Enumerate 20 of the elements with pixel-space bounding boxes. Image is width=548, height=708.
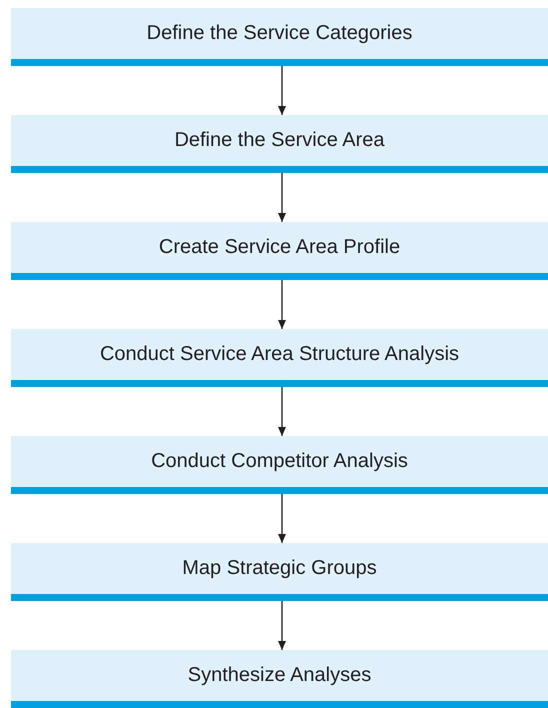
process-box: [11, 329, 548, 387]
arrow: [278, 387, 286, 436]
process-box: [11, 436, 548, 494]
step-label: Define the Service Area: [174, 129, 385, 152]
arrow: [278, 601, 286, 650]
arrow: [278, 173, 286, 222]
step-label: Map Strategic Groups: [182, 557, 377, 580]
step-label: Define the Service Categories: [146, 22, 412, 45]
step-label: Synthesize Analyses: [188, 664, 372, 687]
step-label: Create Service Area Profile: [158, 236, 400, 259]
process-box: [11, 650, 548, 708]
process-box: [11, 222, 548, 280]
process-box: [11, 115, 548, 173]
step-label: Conduct Competitor Analysis: [151, 450, 408, 473]
arrow: [278, 280, 286, 329]
arrow: [278, 494, 286, 543]
process-box: [11, 8, 548, 66]
process-box: [11, 543, 548, 601]
step-label: Conduct Service Area Structure Analysis: [100, 343, 460, 366]
arrow: [278, 66, 286, 115]
